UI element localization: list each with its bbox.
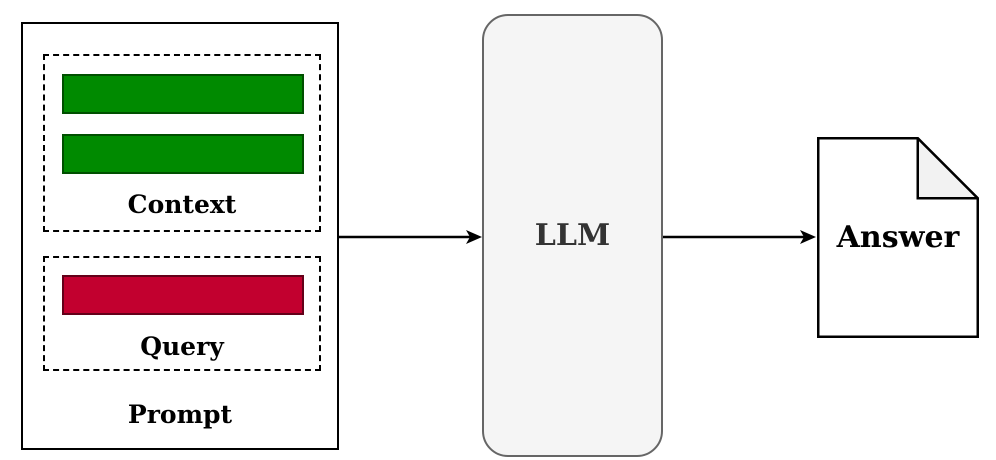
prompt-box: Context Query Prompt <box>21 22 339 450</box>
answer-document <box>817 137 979 338</box>
arrow-prompt-to-llm <box>339 230 482 244</box>
prompt-label: Prompt <box>127 400 233 429</box>
context-bar-2 <box>62 134 304 174</box>
answer-label-wrap: Answer <box>817 137 979 338</box>
context-label: Context <box>127 190 237 219</box>
arrowhead-icon <box>800 230 816 244</box>
query-label: Query <box>140 332 224 361</box>
arrowhead-icon <box>466 230 482 244</box>
arrow-llm-to-answer <box>663 230 816 244</box>
query-bar <box>62 275 304 315</box>
llm-label: LLM <box>534 218 611 253</box>
answer-label: Answer <box>836 220 960 255</box>
document-fold-corner-icon <box>916 137 979 200</box>
llm-box: LLM <box>482 14 663 457</box>
context-bar-1 <box>62 74 304 114</box>
